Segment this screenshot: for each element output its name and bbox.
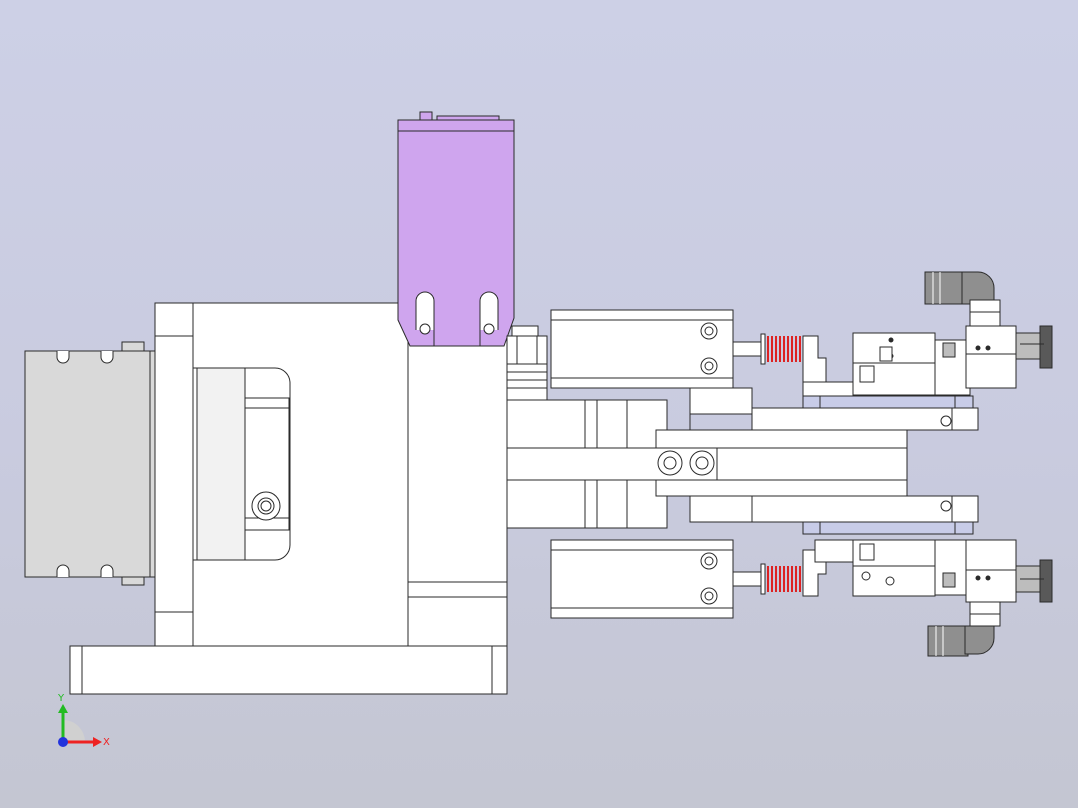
main-body[interactable] [154, 302, 508, 647]
upper-gripper[interactable] [751, 325, 1053, 431]
base-plate[interactable] [69, 645, 508, 695]
x-axis-label: X [103, 737, 110, 748]
upper-air-fitting[interactable] [924, 271, 1001, 327]
upper-spring [760, 333, 801, 365]
motor[interactable] [397, 111, 515, 347]
nut-stack[interactable] [506, 325, 548, 449]
lower-cylinder[interactable] [550, 539, 764, 619]
lower-air-fitting[interactable] [927, 601, 1001, 657]
y-axis-label: Y [57, 693, 65, 704]
lower-gripper[interactable] [751, 495, 1053, 603]
lower-spring [760, 563, 801, 595]
upper-cylinder[interactable] [550, 309, 764, 389]
left-housing[interactable] [24, 341, 156, 586]
axis-triad: Y X [57, 693, 110, 748]
